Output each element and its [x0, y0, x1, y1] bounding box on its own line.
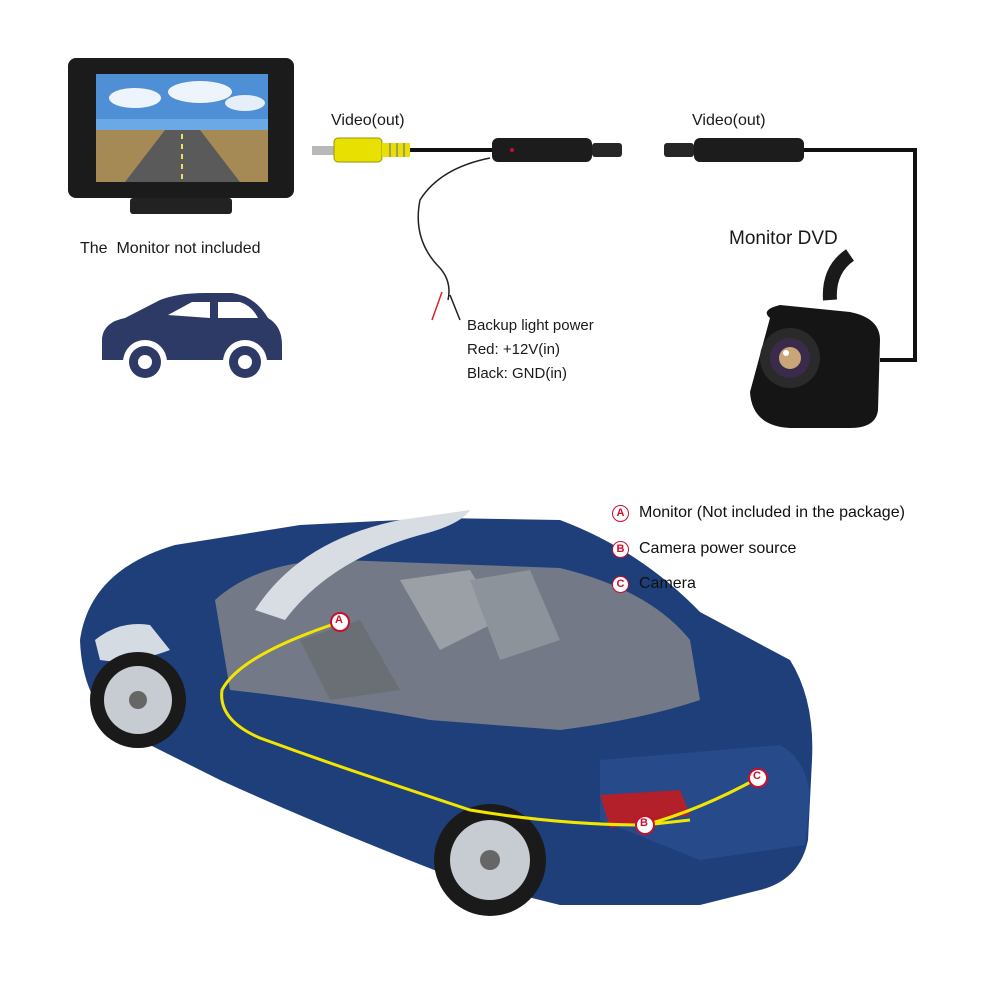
monitor-illustration — [68, 58, 294, 214]
legend-label-a: Monitor (Not included in the package) — [639, 504, 905, 521]
legend-item-a: A Monitor (Not included in the package) — [612, 504, 905, 522]
marker-c-label: C — [753, 770, 761, 782]
legend-badge-a: A — [612, 504, 629, 522]
power-wire-black — [417, 157, 491, 301]
power-note-line1: Backup light power — [467, 317, 594, 334]
legend-label-b: Camera power source — [639, 540, 797, 557]
video-out-label-right: Video(out) — [692, 112, 766, 129]
power-wire-red — [431, 291, 443, 321]
legend-item-b: B Camera power source — [612, 540, 796, 558]
legend-item-c: C Camera — [612, 575, 696, 593]
legend-badge-b: B — [612, 540, 629, 558]
camera-illustration — [750, 249, 880, 428]
yellow-wiring-path — [220, 620, 759, 827]
marker-b-label: B — [640, 817, 648, 829]
car-icon — [102, 293, 282, 384]
video-out-label-left: Video(out) — [331, 112, 405, 129]
cable-connector-right — [664, 138, 804, 162]
marker-a-label: A — [335, 614, 343, 626]
video-cable-right — [804, 148, 917, 362]
rca-connector — [312, 137, 410, 163]
wiring-diagram-top — [68, 58, 917, 428]
monitor-caption: The Monitor not included — [80, 240, 261, 257]
legend-badge-c: C — [612, 575, 629, 593]
legend-label-c: Camera — [639, 575, 696, 592]
cable-connector-left — [492, 138, 622, 162]
power-note-line3: Black: GND(in) — [467, 365, 568, 382]
monitor-dvd-label: Monitor DVD — [729, 228, 838, 249]
power-note-line2: Red: +12V(in) — [467, 341, 560, 358]
